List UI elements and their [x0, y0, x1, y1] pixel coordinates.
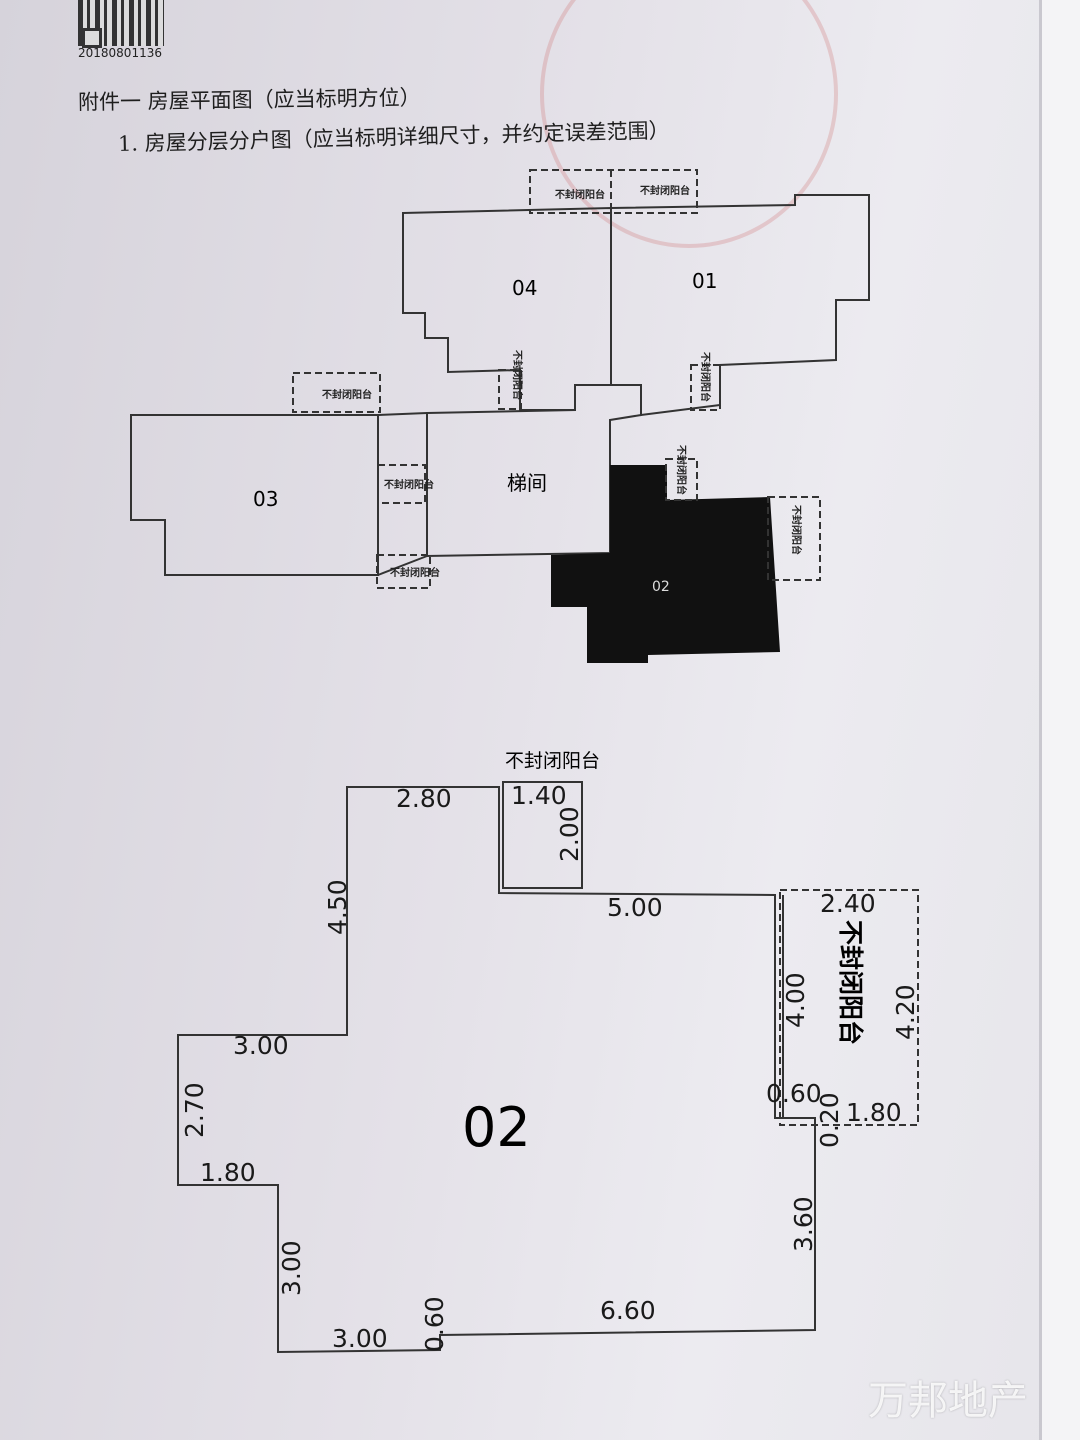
- balcony-label: 不封闭阳台: [384, 478, 434, 491]
- detail-plan-02: 不封闭阳台 不封闭阳台 02 2.80 1.40 2.00 4.50 5.00 …: [177, 750, 920, 1354]
- dimension: 3.60: [789, 1196, 818, 1252]
- overview-plan: 不封闭阳台 不封闭阳台 不封闭阳台 不封闭阳台 不封闭阳台 不封闭阳台 不封闭阳…: [130, 169, 870, 663]
- page-edge: [1042, 0, 1080, 1440]
- unit-label-04: 04: [512, 276, 537, 300]
- balcony-right-label: 不封闭阳台: [836, 920, 865, 1045]
- unit-02-outline: [177, 786, 816, 1354]
- dimension: 2.80: [396, 784, 452, 813]
- dimension: 6.60: [600, 1296, 656, 1325]
- dimension: 2.00: [555, 806, 584, 862]
- unit-label-03: 03: [253, 487, 278, 511]
- balcony-top: [529, 169, 698, 214]
- unit-02-highlight: [551, 465, 780, 663]
- dimension: 0.20: [815, 1092, 844, 1148]
- balcony-label: 不封闭阳台: [790, 505, 803, 555]
- stair-label: 梯间: [507, 471, 547, 495]
- dimension: 5.00: [607, 893, 663, 922]
- unit-label-01: 01: [692, 269, 717, 293]
- page-edge-line: [1039, 0, 1042, 1440]
- unit-04: [402, 206, 612, 411]
- balcony-label: 不封闭阳台: [390, 566, 440, 579]
- dimension: 3.00: [277, 1240, 306, 1296]
- dimension: 4.20: [891, 984, 920, 1040]
- dimension: 0.60: [766, 1079, 822, 1108]
- dimension: 1.80: [200, 1158, 256, 1187]
- dimension: 1.80: [846, 1098, 902, 1127]
- watermark: 万邦地产: [868, 1378, 1028, 1424]
- balcony-label: 不封闭阳台: [699, 352, 712, 402]
- dimension: 1.40: [511, 781, 567, 810]
- balcony-label: 不封闭阳台: [555, 188, 605, 201]
- dimension: 0.60: [420, 1296, 449, 1352]
- qr-code: [78, 0, 164, 48]
- dimension: 2.70: [180, 1082, 209, 1138]
- dimension: 4.50: [323, 879, 352, 935]
- unit-01: [610, 194, 870, 417]
- balcony-top-label: 不封闭阳台: [505, 750, 600, 772]
- dimension: 3.00: [332, 1324, 388, 1353]
- dimension: 4.00: [781, 972, 810, 1028]
- balcony-label: 不封闭阳台: [322, 388, 372, 401]
- balcony-label: 不封闭阳台: [675, 445, 688, 495]
- balcony-label: 不封闭阳台: [640, 184, 690, 197]
- dimension: 3.00: [233, 1031, 289, 1060]
- dimension: 2.40: [820, 889, 876, 918]
- balcony-top-box: [502, 781, 583, 889]
- qr-number: 20180801136: [78, 46, 162, 60]
- stairwell: [426, 384, 642, 558]
- unit-label-02: 02: [652, 579, 670, 595]
- unit-label: 02: [462, 1096, 531, 1159]
- balcony-right-box: [779, 889, 919, 1126]
- balcony-label: 不封闭阳台: [511, 350, 524, 400]
